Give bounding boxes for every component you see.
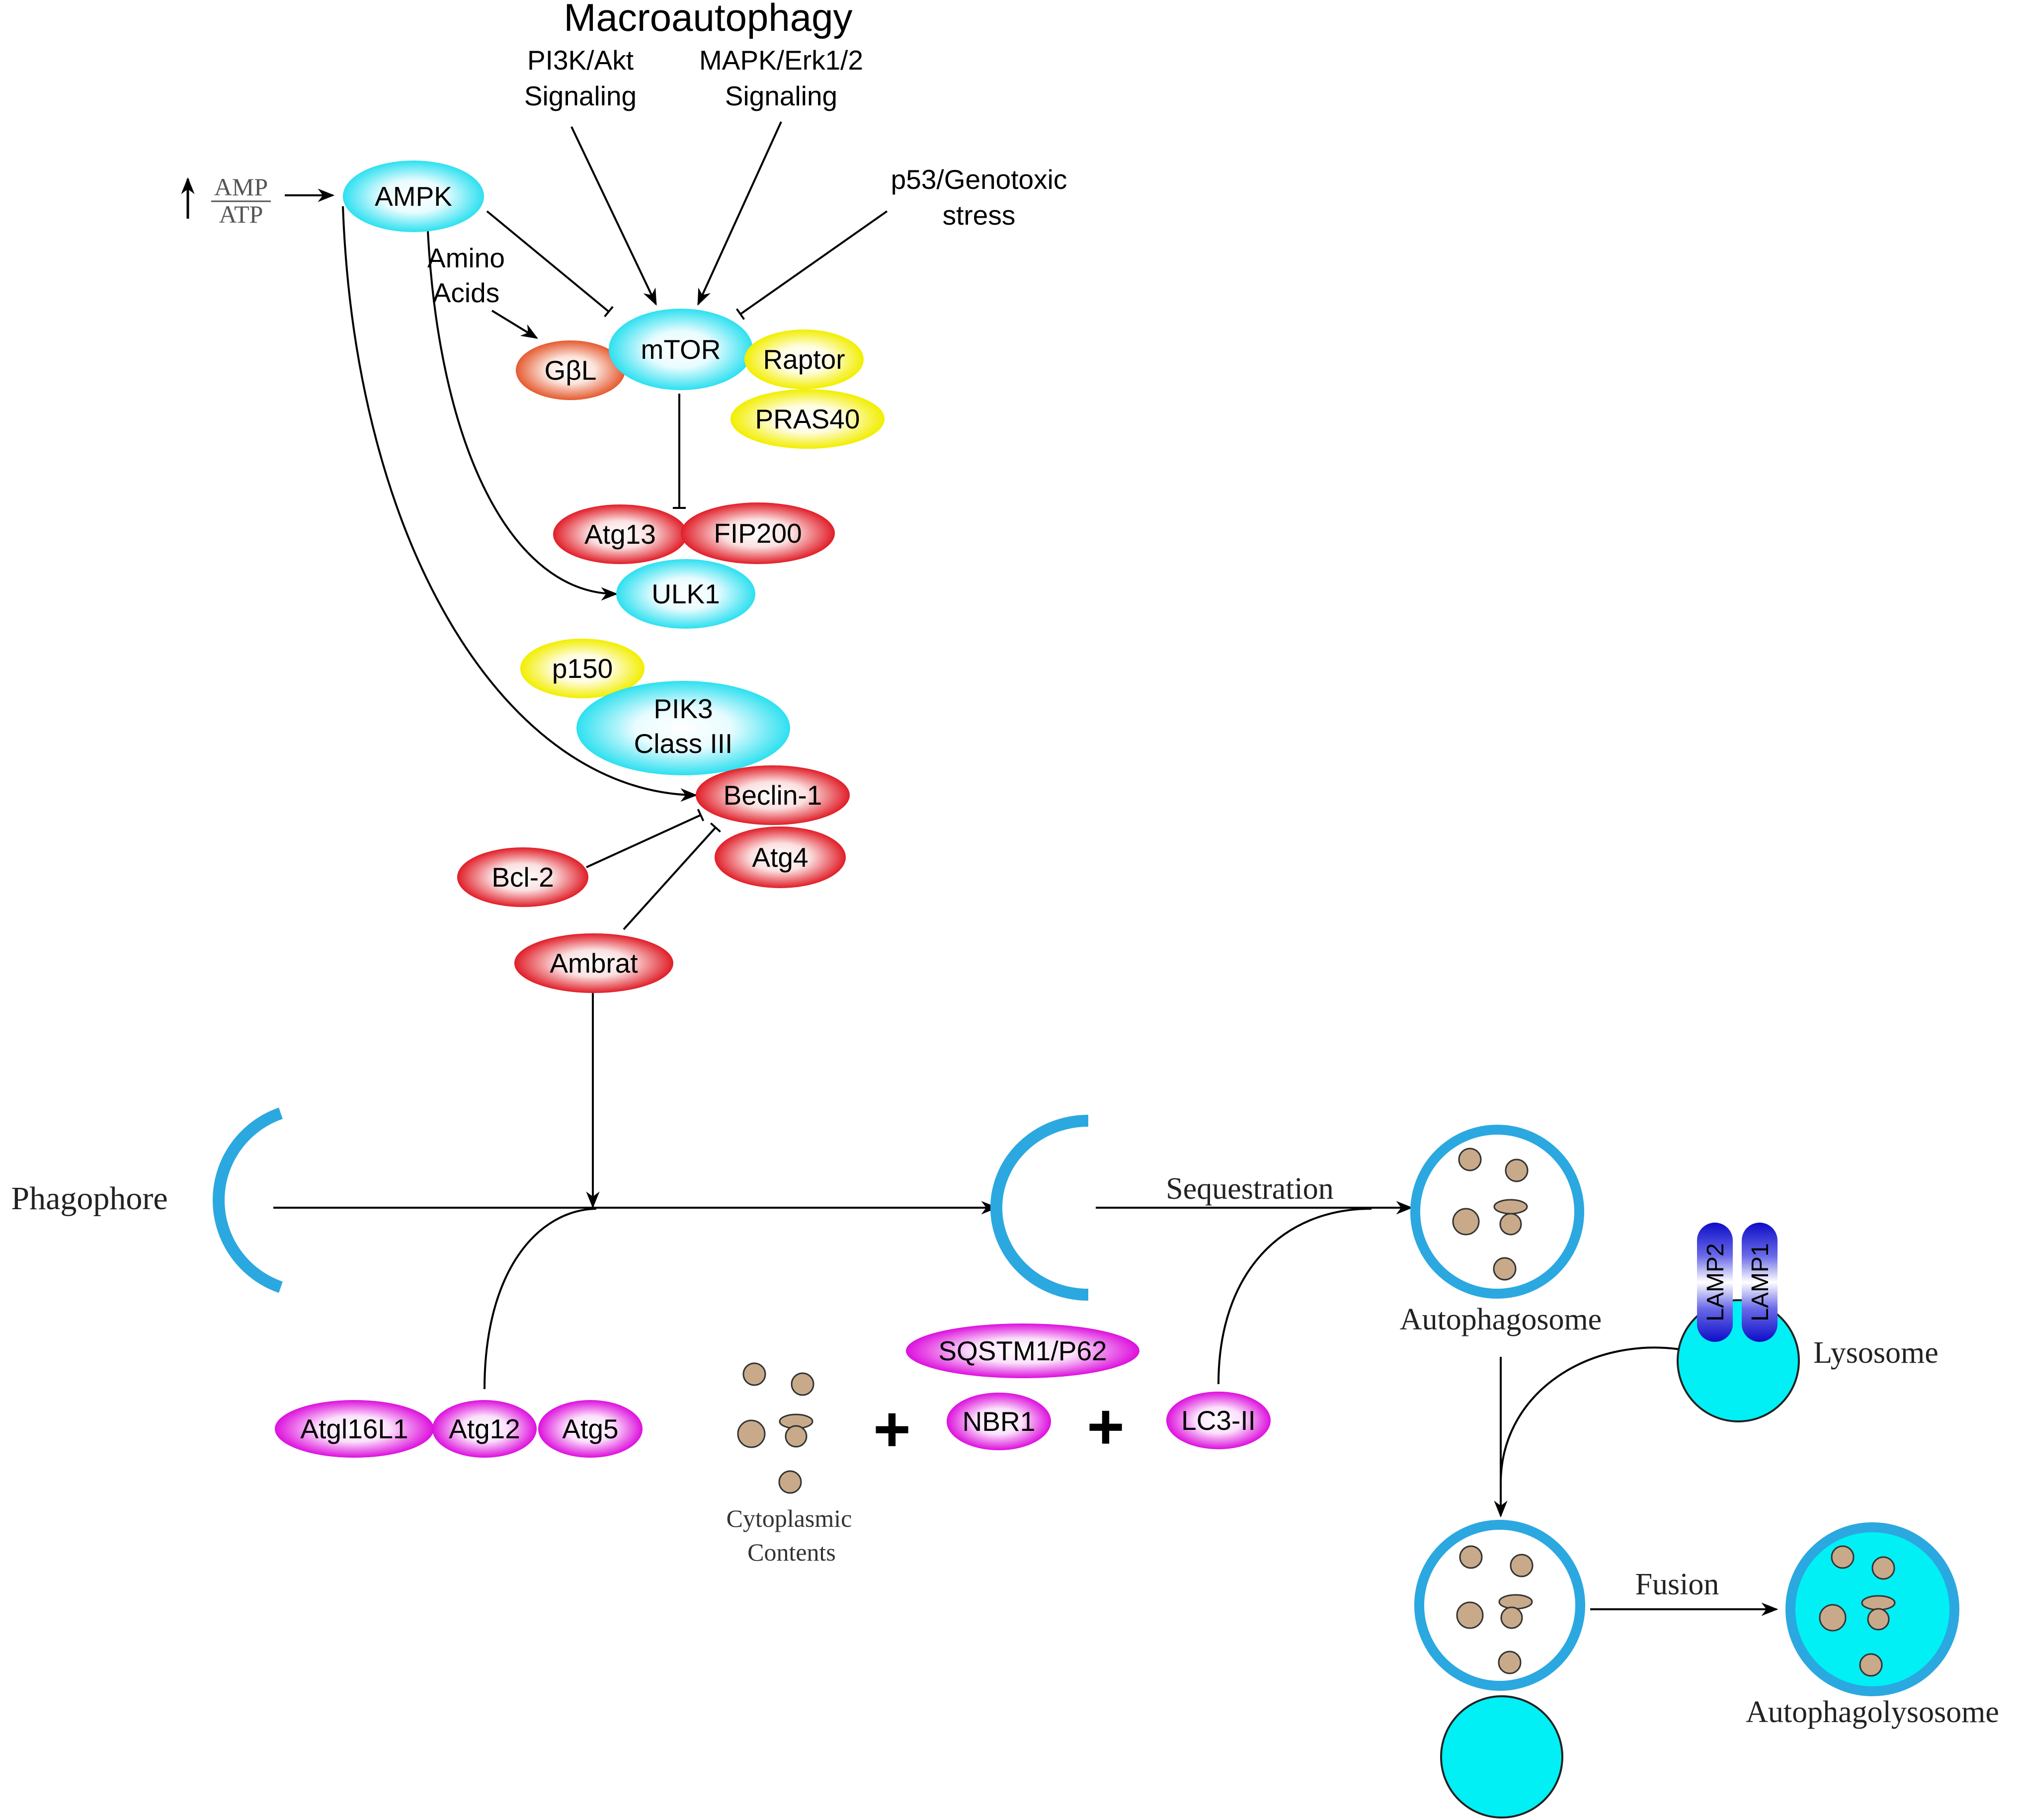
autophagosome-label: Autophagosome xyxy=(1400,1303,1602,1336)
lamp1-protein: LAMP1 xyxy=(1742,1223,1778,1342)
cytoplasmic-contents xyxy=(737,1362,814,1494)
fip200-node: FIP200 xyxy=(681,502,835,564)
mapk-label-line1: MAPK/Erk1/2 xyxy=(699,45,863,76)
pik3-label-line1: PIK3 xyxy=(653,693,713,724)
lamp1-label: LAMP1 xyxy=(1747,1243,1774,1321)
pi3k-label-line2: Signaling xyxy=(524,81,637,111)
nbr1-label: NBR1 xyxy=(963,1406,1036,1437)
p150-node: p150 xyxy=(520,639,645,698)
p53-inhibits-mtor xyxy=(735,210,888,320)
raptor-label: Raptor xyxy=(763,344,845,375)
atp-label: ATP xyxy=(219,200,263,228)
cytoplasmic-label-line2: Contents xyxy=(747,1538,836,1566)
phagophore-label: Phagophore xyxy=(11,1180,167,1217)
bcl2-inhibits-beclin1 xyxy=(586,809,705,868)
docking-lysosome xyxy=(1440,1695,1563,1819)
p53-label-line2: stress xyxy=(943,200,1016,231)
lc3ii-node: LC3-II xyxy=(1166,1392,1271,1449)
mapk-erk-signal-label: MAPK/Erk1/2 Signaling xyxy=(699,45,863,111)
sequestering-membrane xyxy=(990,1115,1089,1301)
atg-complex-join-curve xyxy=(484,1208,597,1390)
p53-genotoxic-label: p53/Genotoxic stress xyxy=(891,164,1067,231)
plus-sign: + xyxy=(1087,1390,1125,1463)
lamp2-label: LAMP2 xyxy=(1702,1243,1729,1321)
ulk1-node: ULK1 xyxy=(616,559,755,629)
plus-sign: + xyxy=(873,1393,911,1465)
ampk-to-ulk1-arrow xyxy=(426,221,618,601)
atg12-label: Atg12 xyxy=(449,1413,520,1444)
docking-autophagosome xyxy=(1414,1520,1585,1691)
ambrat-inhibits-beclin1 xyxy=(623,822,721,930)
pras40-label: PRAS40 xyxy=(755,404,860,434)
lysosome: LAMP2 LAMP1 xyxy=(1677,1223,1800,1422)
mapk-to-mtor-arrow xyxy=(697,121,782,306)
atg4-node: Atg4 xyxy=(715,827,846,888)
atg16l1-node: Atgl16L1 xyxy=(275,1400,434,1458)
atg16l1-label: Atgl16L1 xyxy=(300,1413,408,1444)
sqstm1-node: SQSTM1/P62 xyxy=(906,1324,1139,1378)
phagophore-membrane xyxy=(213,1107,283,1293)
pathway-connectors xyxy=(285,121,888,1209)
fusion-label: Fusion xyxy=(1635,1568,1719,1601)
amino-to-gbl-arrow xyxy=(491,310,538,339)
ampk-node: AMPK xyxy=(343,161,484,232)
bcl2-label: Bcl-2 xyxy=(491,862,554,893)
p150-label: p150 xyxy=(552,653,613,684)
pik3-class3-node: PIK3 Class III xyxy=(576,681,790,775)
diagram-title: Macroautophagy xyxy=(564,0,852,39)
atg4-label: Atg4 xyxy=(752,842,808,873)
mtor-node: mTOR xyxy=(609,309,753,390)
atg13-node: Atg13 xyxy=(553,504,687,564)
sequestration-label: Sequestration xyxy=(1166,1172,1334,1206)
lc3-join-curve xyxy=(1217,1208,1372,1385)
pi3k-to-mtor-arrow xyxy=(570,126,657,306)
pik3-label-line2: Class III xyxy=(634,728,733,759)
beclin1-node: Beclin-1 xyxy=(696,765,850,825)
beclin1-label: Beclin-1 xyxy=(724,780,822,811)
ulk1-label: ULK1 xyxy=(651,579,720,609)
mtor-label: mTOR xyxy=(641,334,721,365)
raptor-node: Raptor xyxy=(744,330,864,389)
amp-atp-ratio: AMP ATP xyxy=(181,173,271,228)
gbl-label: GβL xyxy=(544,355,596,386)
amino-label-line2: Acids xyxy=(433,277,500,308)
lysosome-join-curve xyxy=(1500,1346,1680,1484)
lysosome-label: Lysosome xyxy=(1813,1336,1938,1370)
autophagosome-cargo xyxy=(1452,1148,1529,1281)
ampk-inhibits-mtor xyxy=(486,210,614,318)
mapk-label-line2: Signaling xyxy=(725,81,837,111)
pi3k-label-line1: PI3K/Akt xyxy=(527,45,634,76)
autophagolysosome xyxy=(1785,1522,1959,1696)
autophagolysosome-label: Autophagolysosome xyxy=(1746,1695,1999,1729)
ambrat-node: Ambrat xyxy=(514,933,673,993)
ampk-label: AMPK xyxy=(375,181,452,212)
ambrat-label: Ambrat xyxy=(550,948,638,979)
docking-cargo xyxy=(1456,1545,1534,1674)
nbr1-node: NBR1 xyxy=(947,1393,1051,1450)
amp-label: AMP xyxy=(214,173,268,201)
ampk-to-beclin1-arrow xyxy=(342,206,698,802)
sqstm1-label: SQSTM1/P62 xyxy=(938,1335,1107,1366)
lamp2-protein: LAMP2 xyxy=(1697,1223,1733,1342)
atg12-node: Atg12 xyxy=(432,1400,537,1458)
gbl-node: GβL xyxy=(516,340,625,400)
autophagosome xyxy=(1410,1125,1584,1299)
amino-label-line1: Amino xyxy=(427,243,505,273)
pi3k-akt-signal-label: PI3K/Akt Signaling xyxy=(524,45,637,111)
amino-acids-label: Amino Acids xyxy=(427,243,505,308)
lc3ii-label: LC3-II xyxy=(1181,1405,1256,1436)
autophagolysosome-cargo xyxy=(1819,1545,1896,1677)
pras40-node: PRAS40 xyxy=(730,389,885,449)
atg13-label: Atg13 xyxy=(584,519,656,550)
fip200-label: FIP200 xyxy=(714,518,802,549)
cytoplasmic-label-line1: Cytoplasmic xyxy=(727,1504,852,1532)
atg5-label: Atg5 xyxy=(562,1413,618,1444)
lower-connectors xyxy=(273,1201,1778,1616)
p53-label-line1: p53/Genotoxic xyxy=(891,164,1067,195)
bcl2-node: Bcl-2 xyxy=(457,847,588,907)
atg5-node: Atg5 xyxy=(538,1400,643,1458)
